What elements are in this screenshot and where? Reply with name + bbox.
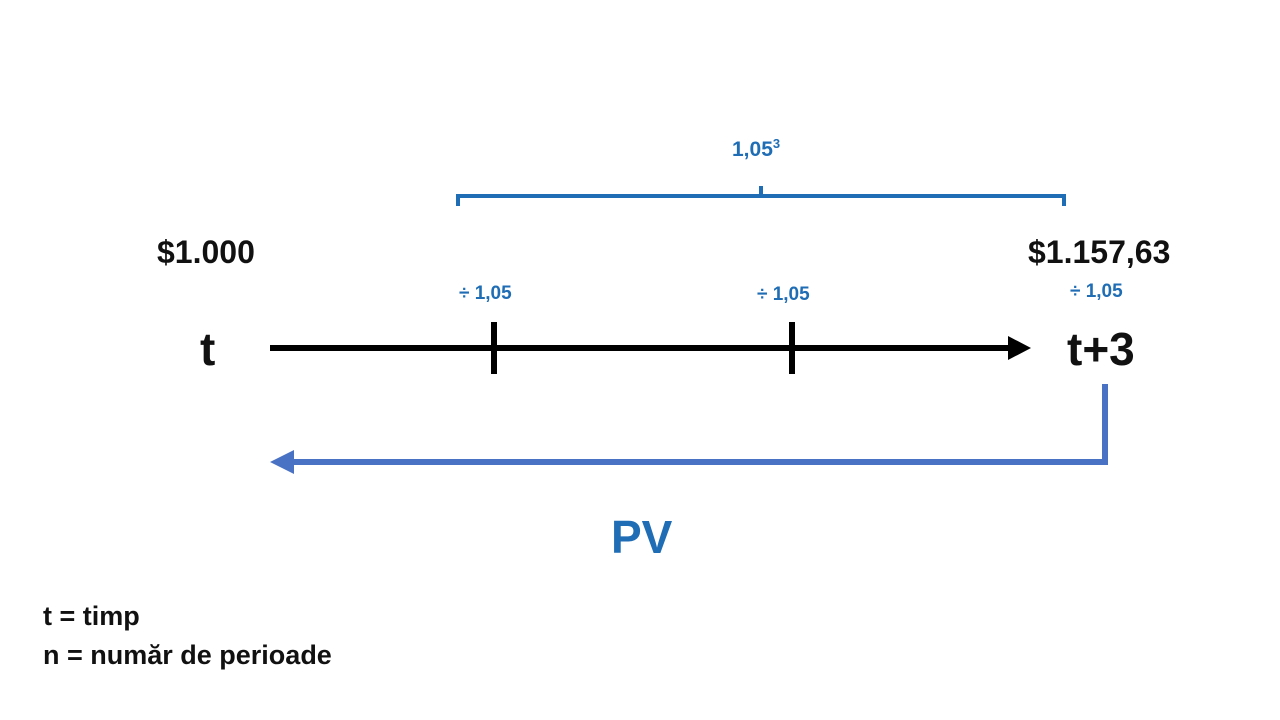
time-end-label: t+3: [1067, 323, 1135, 375]
time-start-label: t: [200, 323, 216, 375]
timeline-arrowhead: [1008, 336, 1031, 360]
divisor-label-1: ÷ 1,05: [459, 283, 512, 304]
end-amount: $1.157,63: [1028, 234, 1171, 270]
compounding-base: 1,05: [732, 138, 773, 161]
legend-time: t = timp: [43, 601, 140, 631]
pv-arrow-path: [292, 384, 1108, 465]
legend-periods: n = număr de perioade: [43, 640, 332, 670]
compounding-bracket: [456, 186, 1066, 206]
pv-arrowhead: [270, 450, 294, 474]
divisor-label-2: ÷ 1,05: [757, 284, 810, 305]
divisor-label-3: ÷ 1,05: [1070, 281, 1123, 302]
start-amount: $1.000: [157, 234, 255, 270]
compounding-exponent: 3: [772, 136, 781, 151]
compounding-factor-label: 1,053: [732, 136, 780, 162]
pv-label: PV: [611, 511, 673, 563]
